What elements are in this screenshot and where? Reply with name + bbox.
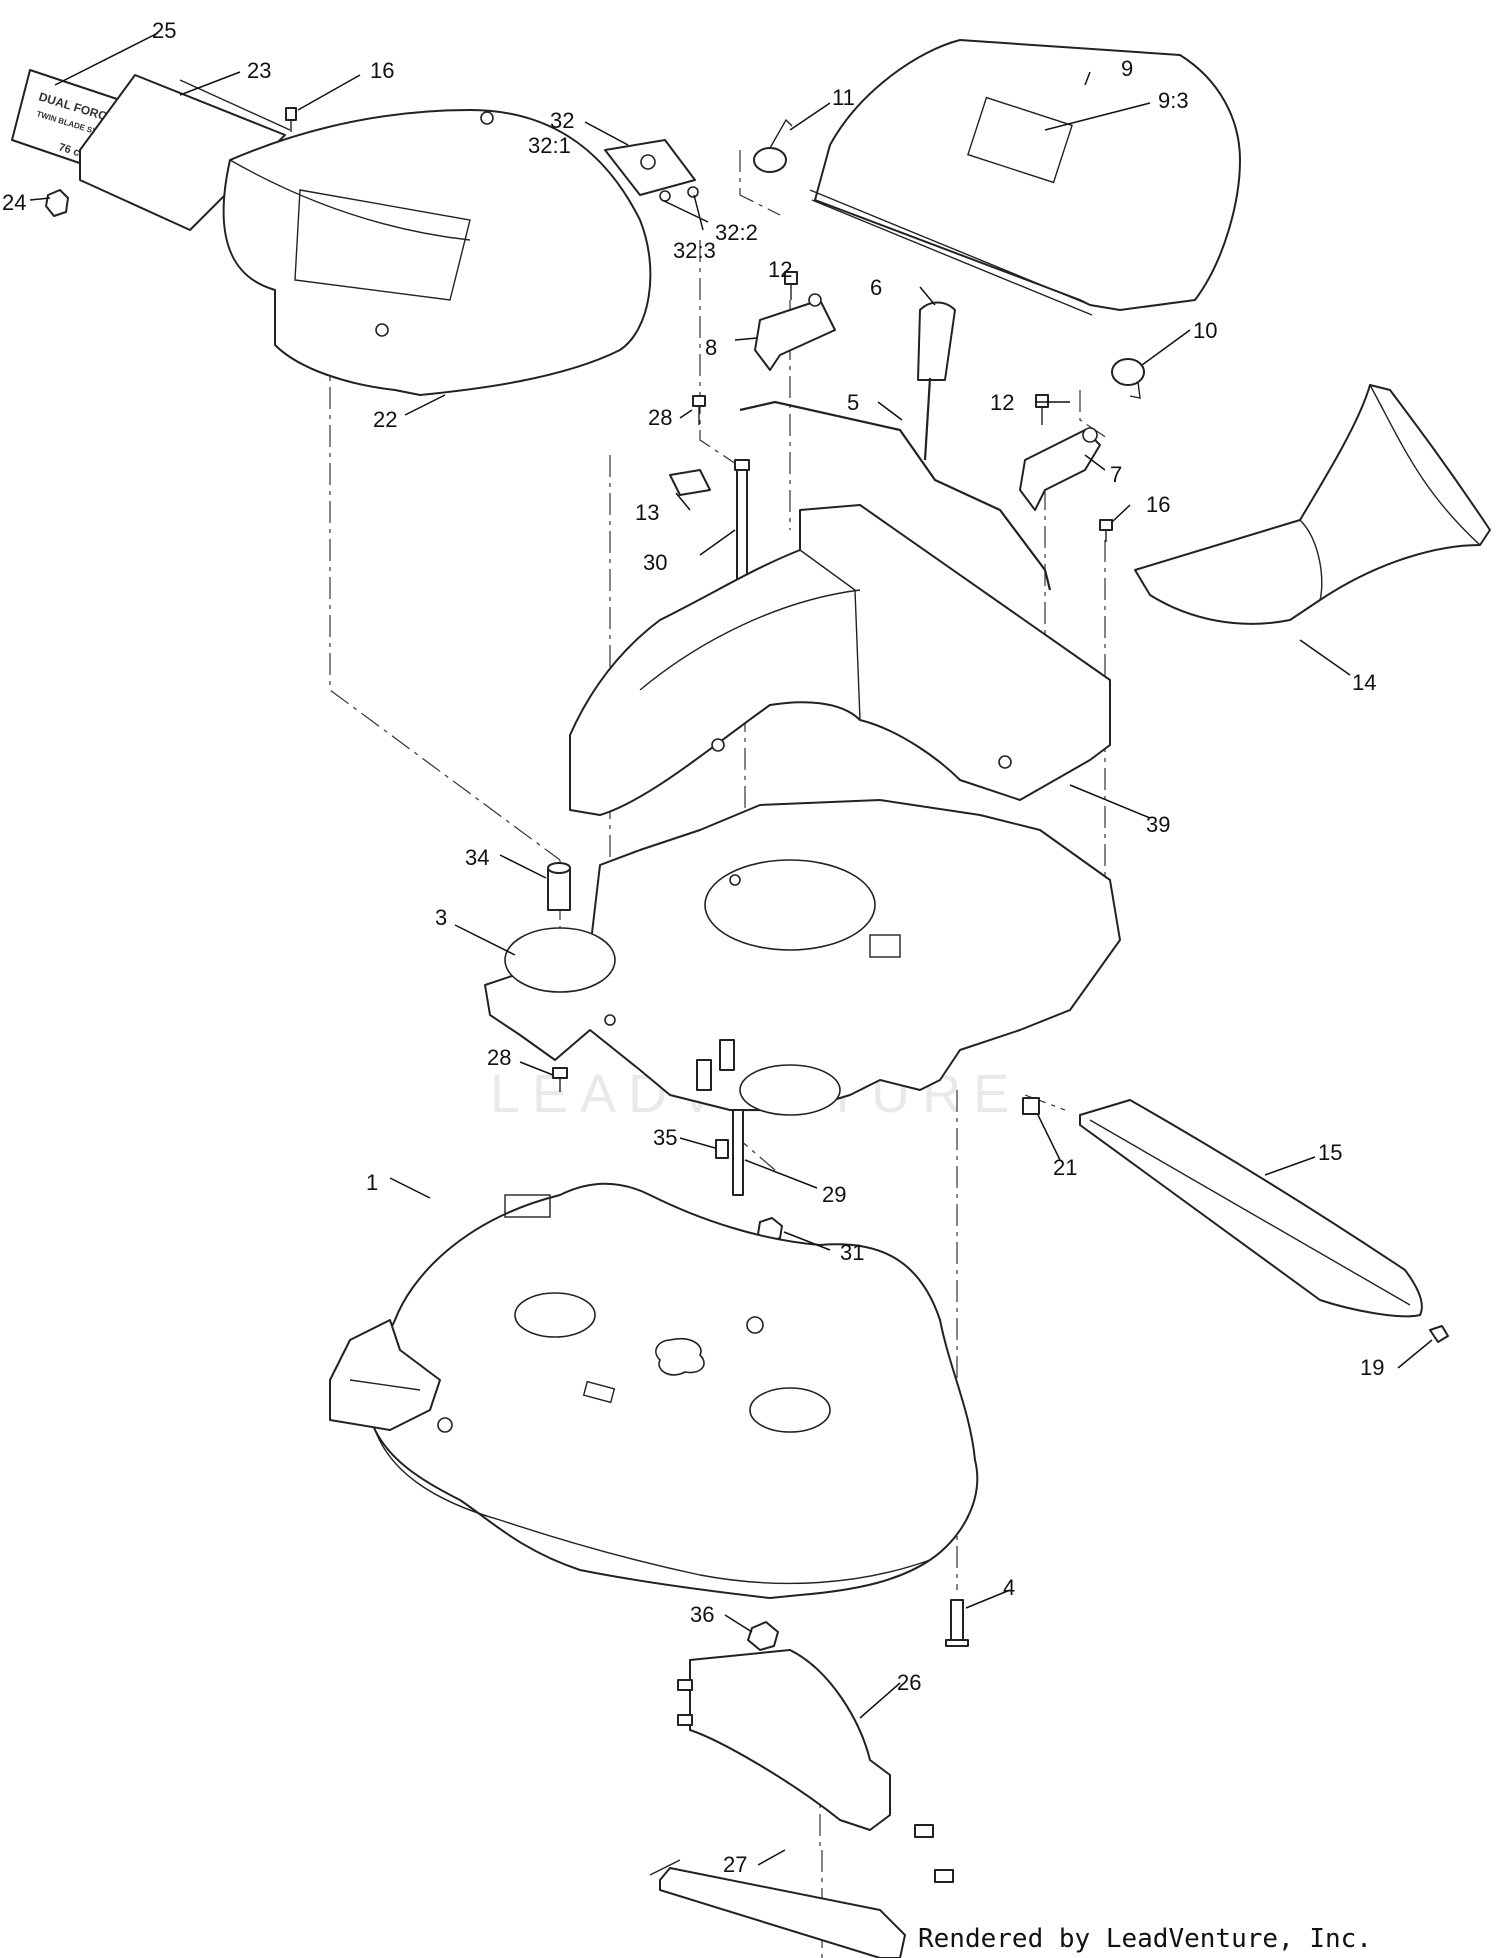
callout-16-right: 16 (1146, 492, 1170, 517)
callout-16-upper: 16 (370, 58, 394, 83)
callout-32: 32 (550, 108, 574, 133)
callout-27: 27 (723, 1852, 747, 1877)
part-24-nut (45, 189, 69, 217)
part-4-bolt (945, 1599, 969, 1647)
callout-8: 8 (705, 335, 717, 360)
deck-plate-studs (696, 1039, 735, 1091)
part-14-deflector (1134, 384, 1491, 625)
callout-32-3: 32:3 (673, 238, 716, 263)
part-1-mower-deck (368, 1182, 979, 1599)
callout-28-upper: 28 (648, 405, 672, 430)
callout-31: 31 (840, 1240, 864, 1265)
part-11-spring (753, 118, 793, 173)
callout-labels: 25 23 16 24 22 32 32:1 32:2 32:3 11 9 9:… (2, 18, 1384, 1877)
part-26-guard-plate (677, 1649, 891, 1831)
callout-19: 19 (1360, 1355, 1384, 1380)
part-39-upper-housing (569, 504, 1111, 816)
part-10-spring (1111, 358, 1145, 399)
part-19-screw (1429, 1325, 1449, 1343)
callout-23: 23 (247, 58, 271, 83)
part-6-lever-grip (917, 301, 956, 381)
part-27-guard-rail (649, 1824, 954, 1958)
part-7-bracket (1019, 427, 1101, 511)
part-35-bolt (715, 1139, 729, 1159)
callout-3: 3 (435, 905, 447, 930)
part-16-bolt-upper (285, 107, 297, 132)
part-12-bolt-left (784, 271, 798, 300)
callout-4: 4 (1003, 1575, 1015, 1600)
callout-22: 22 (373, 407, 397, 432)
part-13-plate (669, 469, 711, 496)
callout-25: 25 (152, 18, 176, 43)
part-32-bracket (604, 139, 699, 202)
part-28-bolt-upper (692, 395, 706, 425)
part-15-chute (1079, 1099, 1423, 1318)
callout-29: 29 (822, 1182, 846, 1207)
part-22-belt-cover (222, 109, 652, 396)
callout-24: 24 (2, 190, 26, 215)
callout-6: 6 (870, 275, 882, 300)
part-21-bushing (1022, 1097, 1040, 1115)
part-34-spacer (547, 862, 571, 911)
callout-21: 21 (1053, 1155, 1077, 1180)
callout-leaders (29, 32, 1433, 1866)
callout-9-3: 9:3 (1158, 88, 1189, 113)
callout-9: 9 (1121, 56, 1133, 81)
callout-11: 11 (832, 85, 855, 110)
part-12-bolt-right (1035, 394, 1049, 425)
callout-7: 7 (1110, 462, 1122, 487)
part-36-nut (747, 1621, 779, 1651)
callout-14: 14 (1352, 670, 1376, 695)
part-9-rear-cover (809, 39, 1241, 316)
callout-30: 30 (643, 550, 667, 575)
callout-15: 15 (1318, 1140, 1342, 1165)
callout-35: 35 (653, 1125, 677, 1150)
callout-12-right: 12 (990, 390, 1014, 415)
part-5-lever-rod (739, 377, 1052, 591)
callout-28-lower: 28 (487, 1045, 511, 1070)
callout-12-left: 12 (768, 257, 792, 282)
callout-10: 10 (1193, 318, 1217, 343)
part-28-bolt-lower (552, 1067, 568, 1092)
callout-5: 5 (847, 390, 859, 415)
part-16-bolt-right (1099, 519, 1113, 542)
render-credit: Rendered by LeadVenture, Inc. (918, 1924, 1372, 1954)
callout-36: 36 (690, 1602, 714, 1627)
callout-34: 34 (465, 845, 489, 870)
callout-39: 39 (1146, 812, 1170, 837)
part-29-shaft (732, 1109, 744, 1196)
callout-1: 1 (366, 1170, 378, 1195)
callout-13: 13 (635, 500, 659, 525)
callout-32-1: 32:1 (528, 133, 571, 158)
part-8-bracket (754, 293, 836, 371)
part-3-deck-plate (484, 799, 1121, 1116)
deck-hanger-bracket (329, 1319, 453, 1433)
callout-32-2: 32:2 (715, 220, 758, 245)
callout-26: 26 (897, 1670, 921, 1695)
